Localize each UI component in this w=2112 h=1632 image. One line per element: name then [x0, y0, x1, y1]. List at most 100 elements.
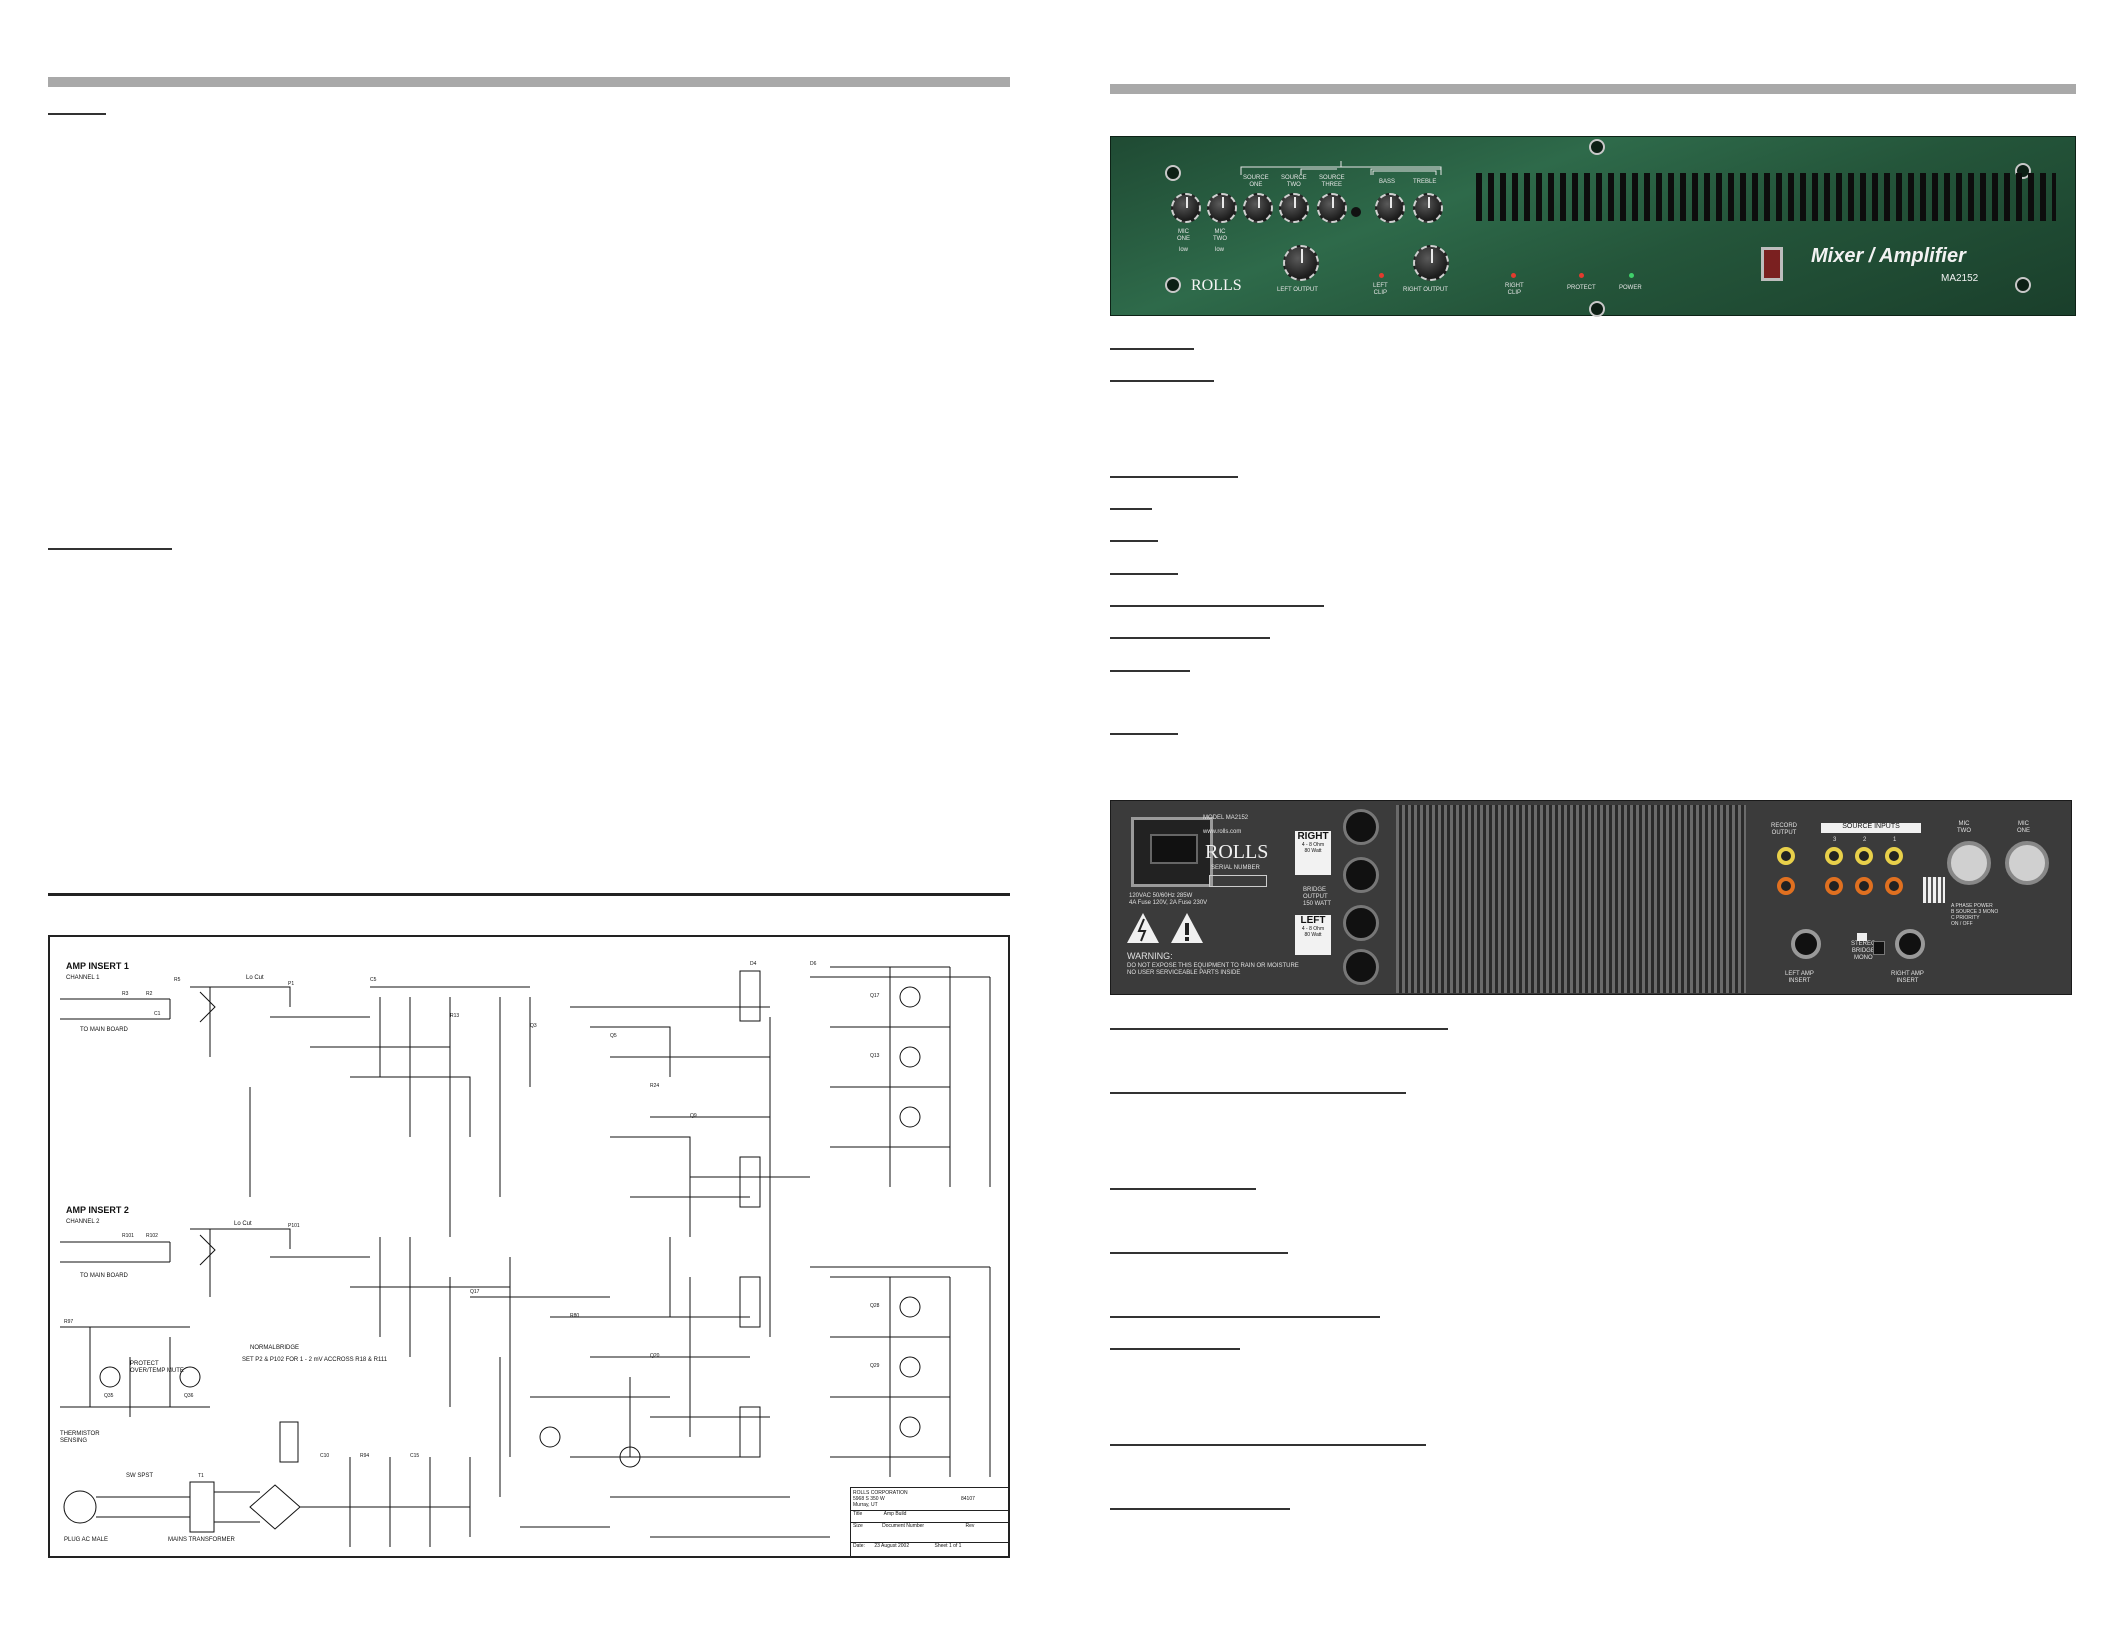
bass-knob[interactable]	[1375, 193, 1405, 223]
left-amp-insert-label: LEFT AMP INSERT	[1785, 971, 1814, 984]
right-lower-underline-2	[1110, 1092, 1406, 1094]
source-one-knob[interactable]	[1243, 193, 1273, 223]
speaker-output-jack-4[interactable]	[1343, 949, 1379, 985]
source-1-rca-white[interactable]	[1885, 847, 1903, 865]
right-output-label: RIGHT OUTPUT	[1403, 287, 1448, 293]
source-three-knob[interactable]	[1317, 193, 1347, 223]
title-block-title-label: Title	[853, 1511, 863, 1517]
to-main-board-2-label: TO MAIN BOARD	[80, 1273, 128, 1279]
source-3-rca-white[interactable]	[1825, 847, 1843, 865]
source-two-knob[interactable]	[1279, 193, 1309, 223]
left-output-label: LEFT OUTPUT	[1277, 287, 1318, 293]
right-heading-underline-1	[1110, 348, 1194, 350]
protect-note: PROTECT OVER/TEMP MUTE	[130, 1361, 184, 1374]
schematic-title-block: ROLLS CORPORATION 5968 S 350 W Murray, U…	[850, 1487, 1008, 1556]
right-heading-underline-4	[1110, 508, 1152, 510]
mic-one-xlr-input[interactable]	[2005, 841, 2049, 885]
title-block-sheet: Sheet 1 of 1	[934, 1543, 962, 1549]
svg-text:R102: R102	[146, 1233, 158, 1239]
speaker-output-jack-1[interactable]	[1343, 809, 1379, 845]
dip-switch-labels: A PHASE POWER B SOURCE 3 MONO C PRIORITY…	[1951, 903, 1999, 927]
normal-label: NORMAL	[250, 1345, 276, 1351]
treble-knob[interactable]	[1413, 193, 1443, 223]
svg-text:P101: P101	[288, 1223, 300, 1229]
dip-switch-bank[interactable]	[1923, 877, 1945, 903]
serial-box	[1209, 875, 1267, 887]
stereo-mono-switch-body[interactable]	[1873, 941, 1885, 955]
title-block-date: 23 August 2002	[874, 1543, 910, 1549]
svg-text:Q3: Q3	[530, 1023, 537, 1029]
record-output-rca-red[interactable]	[1777, 877, 1795, 895]
title-block-company: ROLLS CORPORATION 5968 S 350 W Murray, U…	[853, 1490, 908, 1508]
source-three-label: SOURCE THREE	[1319, 175, 1345, 188]
svg-text:R97: R97	[64, 1319, 73, 1325]
right-heading-underline-7	[1110, 605, 1324, 607]
left-amp-insert-jack[interactable]	[1791, 929, 1821, 959]
svg-text:Q28: Q28	[870, 1303, 880, 1309]
source-2-rca-red[interactable]	[1855, 877, 1873, 895]
right-lower-underline-6	[1110, 1348, 1240, 1350]
title-block-date-label: Date:	[853, 1543, 865, 1549]
warning-triangle-icon	[1127, 913, 1203, 943]
svg-text:R13: R13	[450, 1013, 459, 1019]
source-3-rca-red[interactable]	[1825, 877, 1843, 895]
power-switch[interactable]	[1761, 247, 1783, 281]
right-output-knob[interactable]	[1413, 245, 1449, 281]
left-box-title: LEFT	[1300, 915, 1326, 926]
front-rolls-logo: ROLLS	[1191, 277, 1242, 294]
speaker-output-jack-3[interactable]	[1343, 905, 1379, 941]
right-lower-underline-7	[1110, 1444, 1426, 1446]
mic-two-xlr-input[interactable]	[1947, 841, 1991, 885]
svg-text:R24: R24	[650, 1083, 659, 1089]
left-section-rule	[48, 893, 1010, 896]
record-output-rca-white[interactable]	[1777, 847, 1795, 865]
bass-label: BASS	[1379, 179, 1396, 185]
power-inlet	[1131, 817, 1213, 887]
rear-model-line: MODEL MA2152	[1203, 815, 1249, 821]
power-label: POWER	[1619, 285, 1642, 291]
mic-two-label: MIC TWO	[1213, 229, 1227, 242]
front-model-number: MA2152	[1941, 273, 1979, 284]
right-clip-led-icon	[1511, 273, 1516, 278]
svg-text:Q35: Q35	[104, 1393, 114, 1399]
low-label-1: low	[1179, 247, 1189, 253]
right-heading-underline-2	[1110, 380, 1214, 382]
source-inputs-label: SOURCE INPUTS	[1821, 823, 1921, 833]
to-main-board-1-label: TO MAIN BOARD	[80, 1027, 128, 1033]
set-note: SET P2 & P102 FOR 1 - 2 mV ACCROSS R18 &…	[242, 1357, 388, 1363]
right-clip-label: RIGHT CLIP	[1505, 283, 1524, 296]
source-2-rca-white[interactable]	[1855, 847, 1873, 865]
switch-label: SW SPST	[126, 1473, 154, 1479]
right-amp-insert-jack[interactable]	[1895, 929, 1925, 959]
right-heading-underline-9	[1110, 670, 1190, 672]
protect-led-icon	[1579, 273, 1584, 278]
rack-hole-icon	[2015, 277, 2031, 293]
svg-text:R5: R5	[174, 977, 181, 983]
source-1-rca-red[interactable]	[1885, 877, 1903, 895]
thermistor-label: THERMISTOR SENSING	[60, 1431, 100, 1444]
left-output-knob[interactable]	[1283, 245, 1319, 281]
svg-text:Q20: Q20	[650, 1353, 660, 1359]
title-block-doc-number: Document Number	[882, 1523, 925, 1529]
svg-text:R101: R101	[122, 1233, 134, 1239]
stereo-mono-switch[interactable]	[1857, 933, 1867, 941]
right-lower-underline-8	[1110, 1508, 1290, 1510]
amplifier-schematic: AMP INSERT 1 CHANNEL 1 TO MAIN BOARD Lo …	[48, 935, 1010, 1558]
right-speaker-label-box: RIGHT 4 - 8 Ohm 80 Watt	[1295, 831, 1331, 875]
mic-one-knob[interactable]	[1171, 193, 1201, 223]
speaker-output-jack-2[interactable]	[1343, 857, 1379, 893]
title-block-zip: 84107	[961, 1496, 975, 1502]
right-heading-underline-6	[1110, 573, 1178, 575]
svg-text:Q5: Q5	[610, 1033, 617, 1039]
front-panel-image: SOURCE ONE SOURCE TWO SOURCE THREE BASS …	[1110, 136, 2076, 317]
right-heading-underline-10	[1110, 733, 1178, 735]
right-lower-underline-1	[1110, 1028, 1448, 1030]
channel-2-label: CHANNEL 2	[66, 1219, 100, 1225]
svg-text:D4: D4	[750, 961, 757, 967]
source-one-label: SOURCE ONE	[1243, 175, 1269, 188]
bridge-output-label: BRIDGE OUTPUT 150 WATT	[1303, 887, 1332, 907]
svg-text:R3: R3	[122, 991, 129, 997]
amp-insert-2-label: AMP INSERT 2	[66, 1205, 129, 1215]
mic-two-knob[interactable]	[1207, 193, 1237, 223]
